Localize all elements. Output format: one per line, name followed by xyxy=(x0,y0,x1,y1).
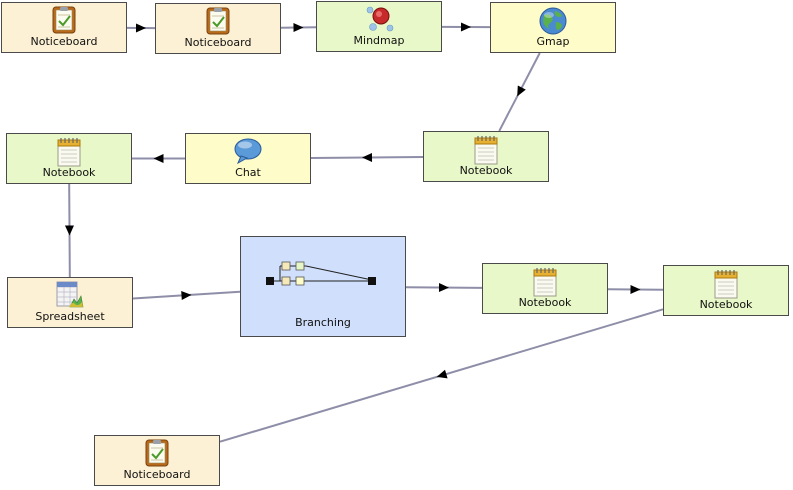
globe-icon xyxy=(538,6,568,40)
notebook-icon xyxy=(57,137,81,171)
node-label: Noticeboard xyxy=(30,35,98,48)
notebook-icon xyxy=(714,269,738,303)
transition-arrowhead-10 xyxy=(630,284,641,294)
node-label: Noticeboard xyxy=(184,36,252,49)
node-label: Spreadsheet xyxy=(35,310,105,323)
activity-gmap[interactable]: Gmap xyxy=(490,2,616,53)
node-label: Noticeboard xyxy=(123,468,191,481)
branching-icon xyxy=(266,259,380,293)
node-label: Chat xyxy=(235,166,261,179)
noticeboard-icon xyxy=(206,7,230,39)
transition-arrowhead-2 xyxy=(293,23,304,33)
activity-noticeboard-2[interactable]: Noticeboard xyxy=(155,3,281,54)
mindmap-icon xyxy=(364,5,394,37)
noticeboard-icon xyxy=(52,6,76,38)
spreadsheet-icon xyxy=(56,281,84,313)
node-label: Mindmap xyxy=(353,34,405,47)
transition-arrowhead-6 xyxy=(153,154,164,163)
node-label: Notebook xyxy=(699,298,753,311)
node-label: Notebook xyxy=(42,166,96,179)
node-label: Gmap xyxy=(536,35,570,48)
node-label: Branching xyxy=(295,316,351,329)
activity-noticeboard-3[interactable]: Noticeboard xyxy=(94,435,220,486)
activity-notebook-4[interactable]: Notebook xyxy=(663,265,789,316)
transition-arrowhead-3 xyxy=(460,22,471,32)
transition-arrowhead-11 xyxy=(436,369,448,379)
activity-notebook-1[interactable]: Notebook xyxy=(423,131,549,182)
transition-arrowhead-9 xyxy=(438,283,449,293)
activity-mindmap[interactable]: Mindmap xyxy=(316,1,442,52)
notebook-icon xyxy=(533,267,557,301)
notebook-icon xyxy=(474,135,498,169)
noticeboard-icon xyxy=(145,439,169,471)
transition-arrowhead-4 xyxy=(517,85,526,97)
transition-arrowhead-1 xyxy=(135,23,146,33)
chat-bubble-icon xyxy=(233,137,263,169)
activity-chat[interactable]: Chat xyxy=(185,133,311,184)
activity-branching[interactable]: Branching xyxy=(240,236,406,337)
activity-notebook-2[interactable]: Notebook xyxy=(6,133,132,184)
node-label: Notebook xyxy=(518,296,572,309)
transition-arrowhead-5 xyxy=(362,152,373,162)
node-label: Notebook xyxy=(459,164,513,177)
transition-arrowhead-8 xyxy=(181,290,192,300)
transition-arrowhead-7 xyxy=(64,225,74,236)
activity-notebook-3[interactable]: Notebook xyxy=(482,263,608,314)
activity-noticeboard-1[interactable]: Noticeboard xyxy=(1,2,127,53)
activity-spreadsheet[interactable]: Spreadsheet xyxy=(7,277,133,328)
